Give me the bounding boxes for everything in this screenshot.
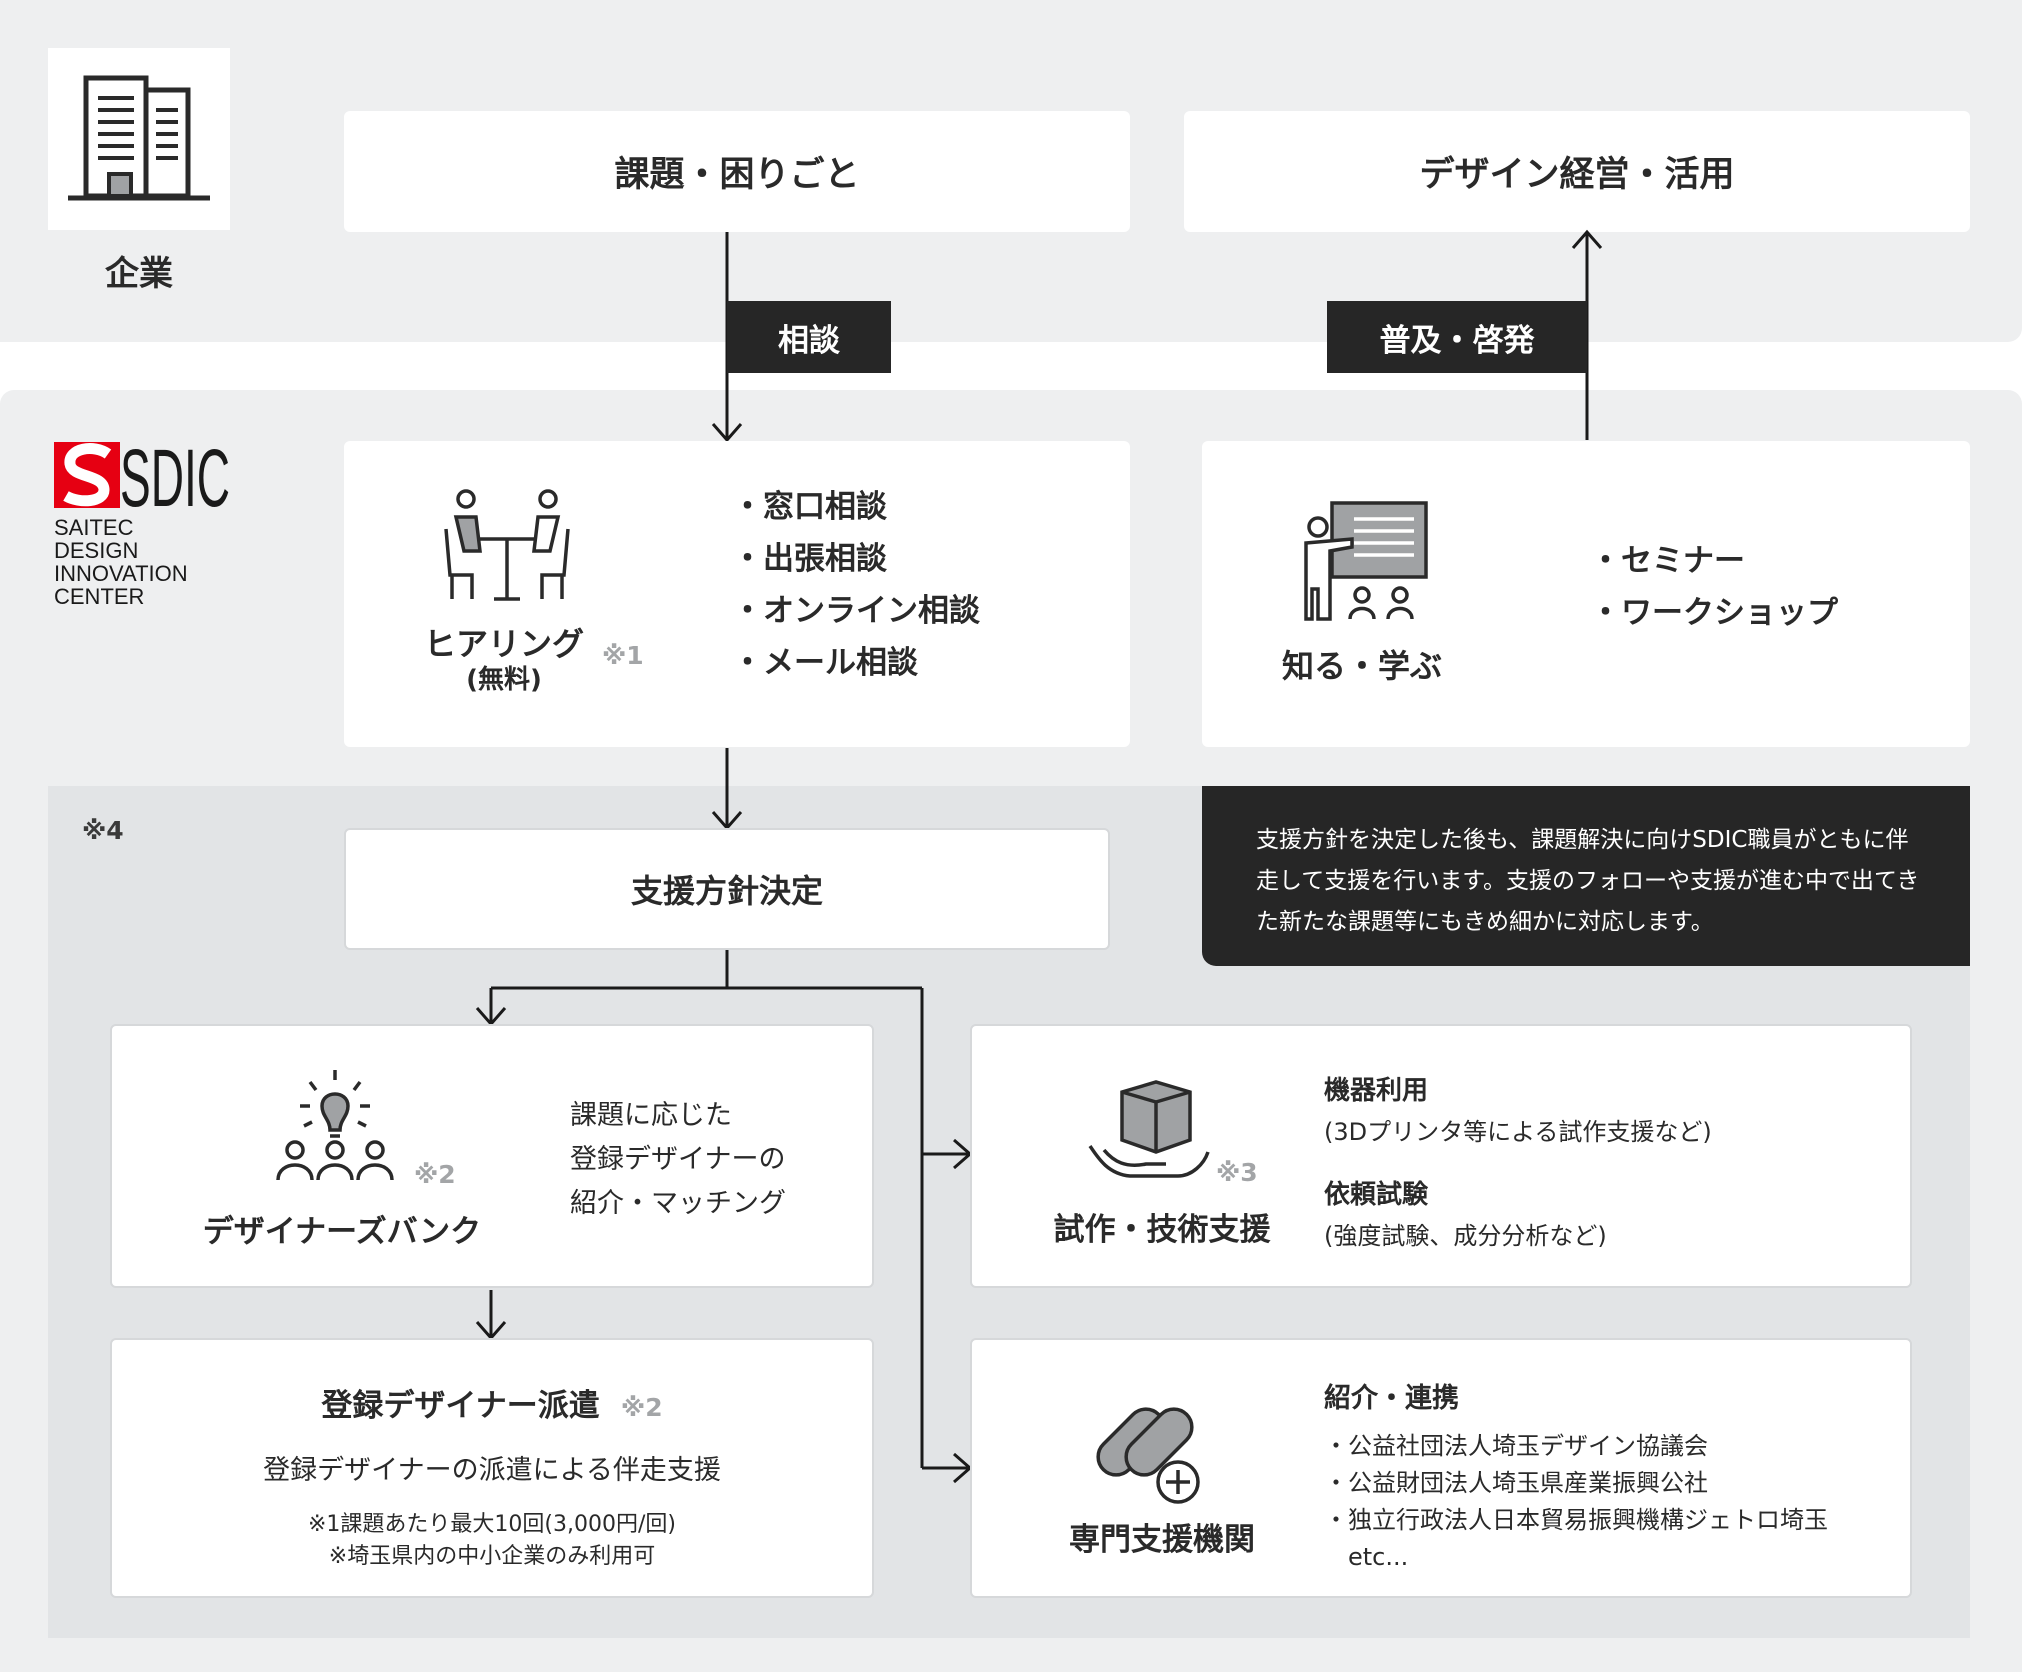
designers-bank-desc-line: 課題に応じた [570, 1100, 732, 1131]
company-label: 企業 [105, 254, 173, 294]
spread-label: 普及・啓発 [1327, 301, 1587, 373]
hearing-item: ・出張相談 [732, 541, 887, 577]
consult-label: 相談 [727, 301, 891, 373]
partners-list: ・公益社団法人埼玉デザイン協議会 ・公益財団法人埼玉県産業振興公社 ・独立行政法… [1324, 1428, 1828, 1576]
note4: ※4 [82, 816, 124, 845]
sdic-name-line: DESIGN [54, 538, 139, 563]
seminar-icon [1304, 501, 1428, 621]
learn-items: ・セミナー ・ワークショップ [1590, 545, 1838, 649]
partner-etc: etc... [1348, 1543, 1409, 1571]
dispatch-fine2: ※埼玉県内の中小企業のみ利用可 [328, 1544, 656, 1569]
hearing-card: ヒアリング (無料) ※1 ・窓口相談 ・出張相談 ・オンライン相談 ・メール相… [344, 441, 1130, 747]
partner-item: ・公益財団法人埼玉県産業振興公社 [1324, 1469, 1708, 1497]
prototype-item2-desc: (強度試験、成分分析など) [1324, 1222, 1607, 1250]
dispatch-title-row: 登録デザイナー派遣 ※2 [112, 1380, 872, 1425]
idea-people-icon [276, 1070, 394, 1181]
partners-title: 専門支援機関 [1069, 1522, 1255, 1558]
prototype-title: 試作・技術支援 [1053, 1212, 1271, 1248]
prototype-card: ※3 試作・技術支援 機器利用 (3Dプリンタ等による試作支援など) 依頼試験 … [970, 1024, 1912, 1288]
link-plus-icon [1096, 1407, 1200, 1504]
partners-card: 専門支援機関 紹介・連携 ・公益社団法人埼玉デザイン協議会 ・公益財団法人埼玉県… [970, 1338, 1912, 1598]
dispatch-fine1: ※1課題あたり最大10回(3,000円/回) [308, 1512, 676, 1537]
hearing-sub: (無料) [466, 665, 542, 695]
designers-bank-desc-line: 登録デザイナーの [570, 1144, 786, 1175]
designers-bank-card: ※2 デザイナーズバンク 課題に応じた 登録デザイナーの 紹介・マッチング [110, 1024, 874, 1288]
partners-heading: 紹介・連携 [1324, 1383, 1459, 1414]
prototype-note: ※3 [1216, 1158, 1258, 1187]
hearing-items: ・窓口相談 ・出張相談 ・オンライン相談 ・メール相談 [732, 491, 980, 699]
support-note: 支援方針を決定した後も、課題解決に向けSDIC職員がともに伴走して支援を行います… [1202, 786, 1970, 966]
hearing-item: ・メール相談 [732, 645, 918, 681]
hearing-item: ・窓口相談 [732, 489, 887, 525]
company-icon-box [48, 48, 230, 230]
designers-bank-title: デザイナーズバンク [202, 1214, 482, 1250]
dispatch-desc: 登録デザイナーの派遣による伴走支援 [263, 1455, 721, 1486]
hearing-item: ・オンライン相談 [732, 593, 980, 629]
hearing-note: ※1 [602, 641, 644, 670]
designers-bank-desc-line: 紹介・マッチング [570, 1188, 786, 1219]
dispatch-card: 登録デザイナー派遣 ※2 登録デザイナーの派遣による伴走支援 ※1課題あたり最大… [110, 1338, 874, 1598]
learn-item: ・セミナー [1590, 543, 1745, 579]
prototype-item1-desc: (3Dプリンタ等による試作支援など) [1324, 1118, 1712, 1146]
box-hand-icon [1088, 1080, 1210, 1178]
designers-bank-note: ※2 [414, 1160, 456, 1189]
sdic-name-line: INNOVATION [54, 561, 188, 586]
prototype-item2-title: 依頼試験 [1324, 1180, 1429, 1210]
building-icon [68, 75, 210, 201]
partner-item: ・独立行政法人日本貿易振興機構ジェトロ埼玉 [1324, 1506, 1828, 1534]
prototype-item1-title: 機器利用 [1324, 1076, 1429, 1106]
support-note-text: 支援方針を決定した後も、課題解決に向けSDIC職員がともに伴走して支援を行います… [1256, 827, 1920, 935]
goal-box: デザイン経営・活用 [1184, 111, 1970, 232]
sdic-name-line: SAITEC [54, 515, 134, 540]
hearing-title: ヒアリング [423, 625, 584, 663]
partner-item: ・公益社団法人埼玉デザイン協議会 [1324, 1432, 1708, 1460]
problem-box: 課題・困りごと [344, 111, 1130, 232]
sdic-name: SAITEC DESIGN INNOVATION CENTER [54, 516, 234, 608]
policy-box: 支援方針決定 [344, 828, 1110, 950]
dispatch-note: ※2 [620, 1393, 663, 1422]
dispatch-title: 登録デザイナー派遣 [321, 1388, 600, 1424]
learn-title: 知る・学ぶ [1281, 647, 1442, 685]
learn-item: ・ワークショップ [1590, 595, 1838, 631]
sdic-logo-mark: SDIC [54, 433, 230, 524]
sdic-logo-text: SDIC [120, 440, 230, 510]
sdic-name-line: CENTER [54, 584, 145, 609]
learn-card: 知る・学ぶ ・セミナー ・ワークショップ [1202, 441, 1970, 747]
designers-bank-desc: 課題に応じた 登録デザイナーの 紹介・マッチング [570, 1094, 786, 1226]
sdic-logo: SDIC SAITEC DESIGN INNOVATION CENTER [54, 433, 234, 620]
meeting-icon [444, 489, 570, 601]
